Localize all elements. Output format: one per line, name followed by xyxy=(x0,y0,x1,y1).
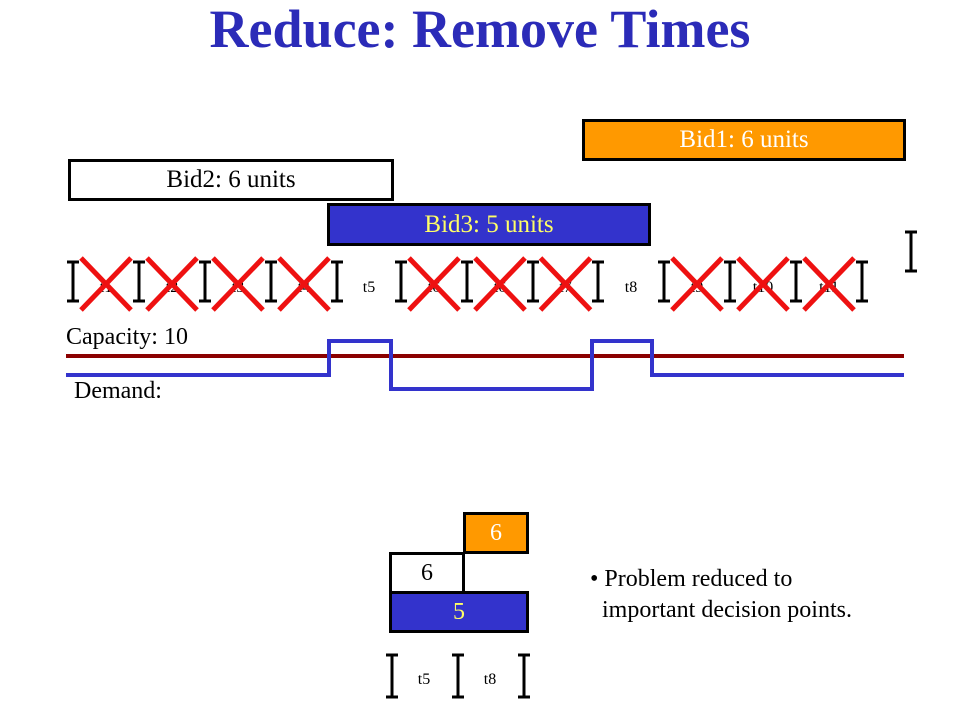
remove-cross-icon xyxy=(473,256,527,312)
reduced-timeline-tick xyxy=(518,653,530,699)
remove-cross-icon xyxy=(211,256,265,312)
bid2-bar: Bid2: 6 units xyxy=(68,159,394,201)
timeline-tick xyxy=(461,260,473,303)
timeline-tick xyxy=(790,260,802,303)
timeline-tick xyxy=(592,260,604,303)
timeline-tick xyxy=(199,260,211,303)
time-label: t5 xyxy=(363,279,375,296)
bullet-text: • Problem reduced to important decision … xyxy=(590,564,852,626)
page-title: Reduce: Remove Times xyxy=(209,0,751,59)
time-label: t8 xyxy=(625,279,637,296)
timeline-tick-end xyxy=(905,230,917,273)
timeline-tick xyxy=(395,260,407,303)
demand-line xyxy=(66,339,904,391)
timeline-tick xyxy=(856,260,868,303)
timeline-tick xyxy=(658,260,670,303)
remove-cross-icon xyxy=(145,256,199,312)
timeline-tick xyxy=(133,260,145,303)
timeline-tick xyxy=(724,260,736,303)
remove-cross-icon xyxy=(277,256,331,312)
reduced-bid3-box: 5 xyxy=(389,591,529,633)
removed-time-crosses xyxy=(79,256,856,312)
bullet-line-2: important decision points. xyxy=(602,597,852,623)
reduced-time-label-t5: t5 xyxy=(418,671,430,688)
remove-cross-icon xyxy=(538,256,593,312)
timeline-tick xyxy=(527,260,539,303)
reduced-bid1-box: 6 xyxy=(463,512,529,554)
timeline-tick xyxy=(331,260,343,303)
remove-cross-icon xyxy=(736,256,790,312)
remove-cross-icon xyxy=(79,256,133,312)
bid1-bar: Bid1: 6 units xyxy=(582,119,906,161)
bid3-bar: Bid3: 5 units xyxy=(327,203,651,246)
timeline-tick xyxy=(67,260,79,303)
timeline-tick xyxy=(265,260,277,303)
reduced-bid2-box: 6 xyxy=(389,552,465,594)
timeline-ticks xyxy=(67,230,917,303)
reduced-time-label-t8: t8 xyxy=(484,671,496,688)
bullet-line-1: Problem reduced to xyxy=(604,566,793,592)
reduced-timeline-tick xyxy=(386,653,398,699)
remove-cross-icon xyxy=(407,256,461,312)
bullet-icon: • xyxy=(590,566,605,592)
capacity-label: Capacity: 10 xyxy=(66,324,188,350)
reduced-timeline-tick xyxy=(452,653,464,699)
remove-cross-icon xyxy=(802,256,856,312)
remove-cross-icon xyxy=(670,256,724,312)
demand-label: Demand: xyxy=(74,378,162,404)
timeline-labels: t1t2t3t4t5t6t6t7t8t9t10t11 xyxy=(100,279,839,296)
reduced-timeline-ticks xyxy=(386,653,530,699)
